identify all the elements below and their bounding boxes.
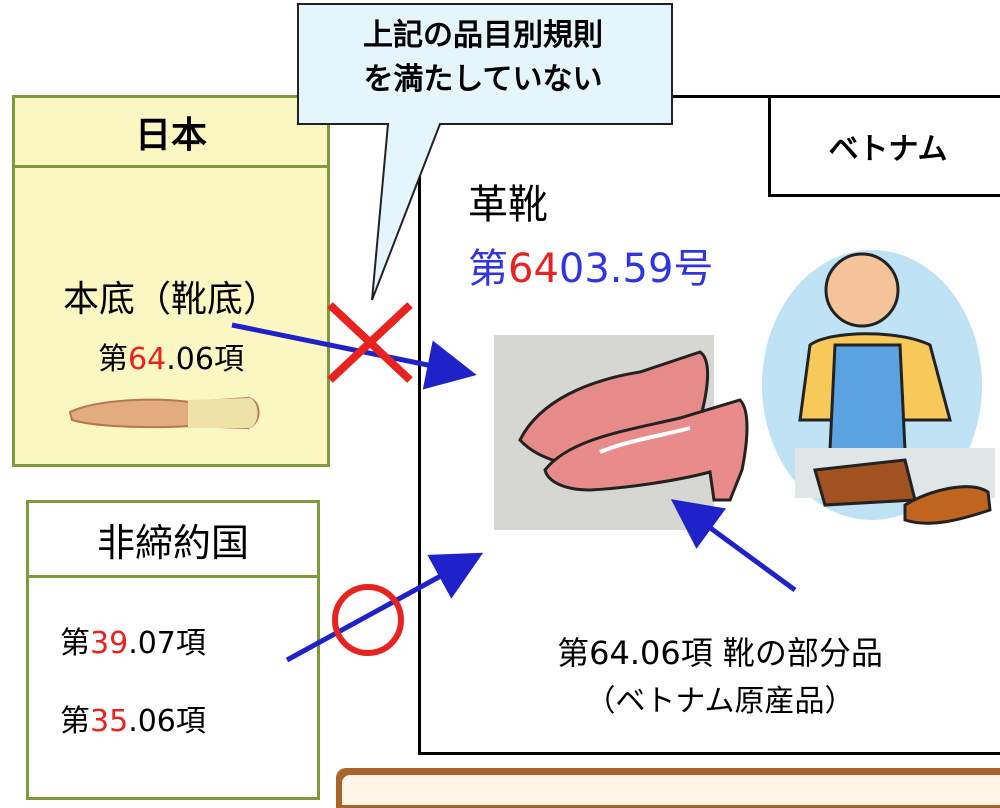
japan-to-vietnam-arrow: [231, 322, 477, 390]
code-suffix: .06項: [128, 704, 206, 739]
leather-shoes-illustration: [494, 335, 749, 530]
code-prefix: 第: [98, 342, 129, 377]
code-prefix: 第: [60, 704, 90, 739]
bottom-banner-inner: [342, 775, 1000, 805]
code-suffix: .06項: [166, 342, 244, 377]
non-party-to-vietnam-arrow: [285, 552, 484, 663]
japan-header: 日本: [12, 95, 330, 168]
non-party-region: [26, 500, 320, 800]
non-party-code: 第35.06項: [60, 696, 206, 740]
circle-mark: [332, 584, 404, 656]
code-highlight: 35: [90, 704, 129, 739]
callout-line: 上記の品目別規則: [363, 18, 603, 53]
japan-item-code: 第64.06項: [12, 334, 330, 378]
parts-to-shoe-arrow: [670, 499, 797, 593]
callout-text: 上記の品目別規則 を満たしていない: [302, 14, 664, 102]
cross-mark: [327, 302, 413, 383]
callout-bubble: [297, 3, 673, 301]
code-suffix: 03.59号: [558, 246, 714, 292]
non-party-header: 非締約国: [26, 500, 320, 578]
code-highlight: 64: [508, 246, 559, 292]
vietnam-label: ベトナム: [768, 95, 1000, 197]
product-name: 革靴: [468, 182, 548, 228]
japan-item-name: 本底（靴底）: [62, 279, 279, 320]
craftsman-illustration: [762, 250, 995, 525]
parts-origin-label: （ベトナム原産品）: [585, 684, 855, 719]
code-prefix: 第: [60, 626, 90, 661]
code-suffix: .07項: [128, 626, 206, 661]
code-highlight: 64: [128, 342, 167, 377]
code-highlight: 39: [90, 626, 129, 661]
shoe-sole-illustration: [68, 396, 260, 430]
product-code: 第6403.59号: [468, 236, 713, 294]
non-party-code: 第39.07項: [60, 618, 206, 662]
code-prefix: 第: [468, 246, 508, 292]
callout-line: を満たしていない: [363, 62, 603, 97]
parts-label: 第64.06項 靴の部分品: [557, 634, 883, 672]
